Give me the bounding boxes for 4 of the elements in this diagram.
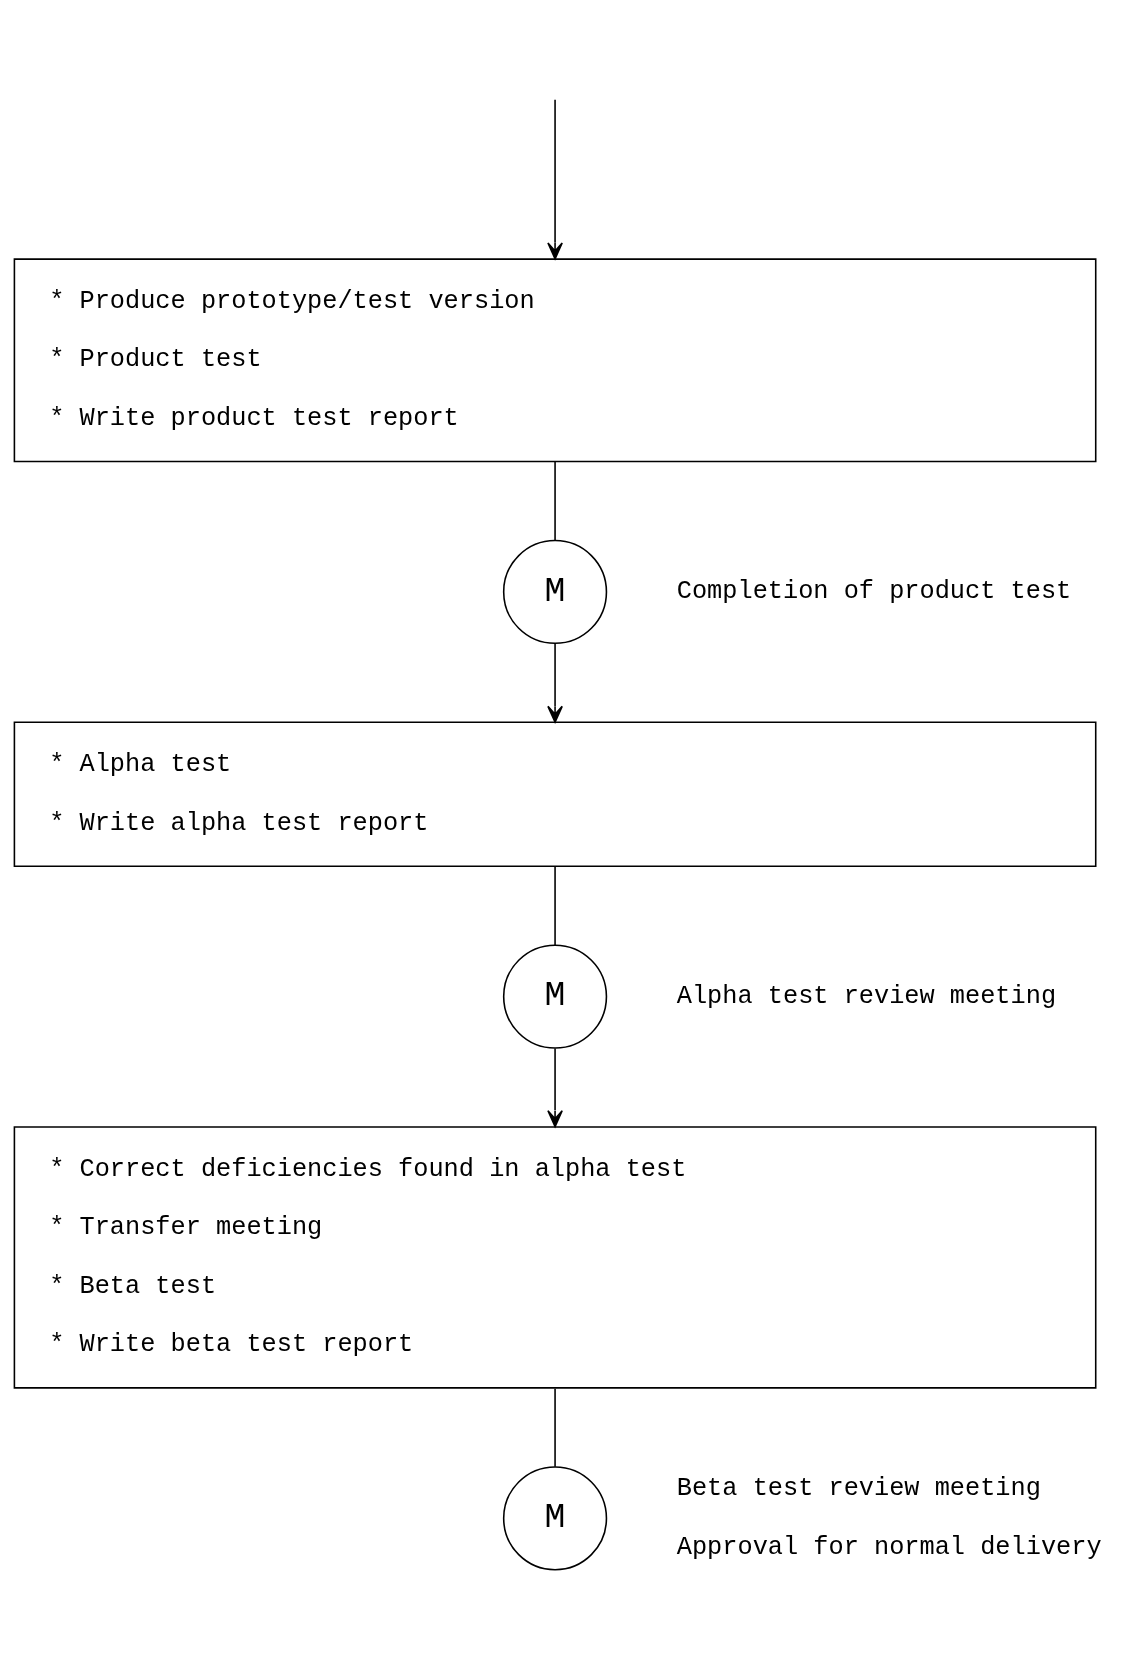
node-label: Alpha test review meeting xyxy=(676,981,1057,1011)
node-label: Completion of product test xyxy=(676,576,1072,606)
node-label: Beta test review meeting xyxy=(676,1474,1041,1504)
node-label: Approval for normal delivery xyxy=(676,1532,1102,1562)
